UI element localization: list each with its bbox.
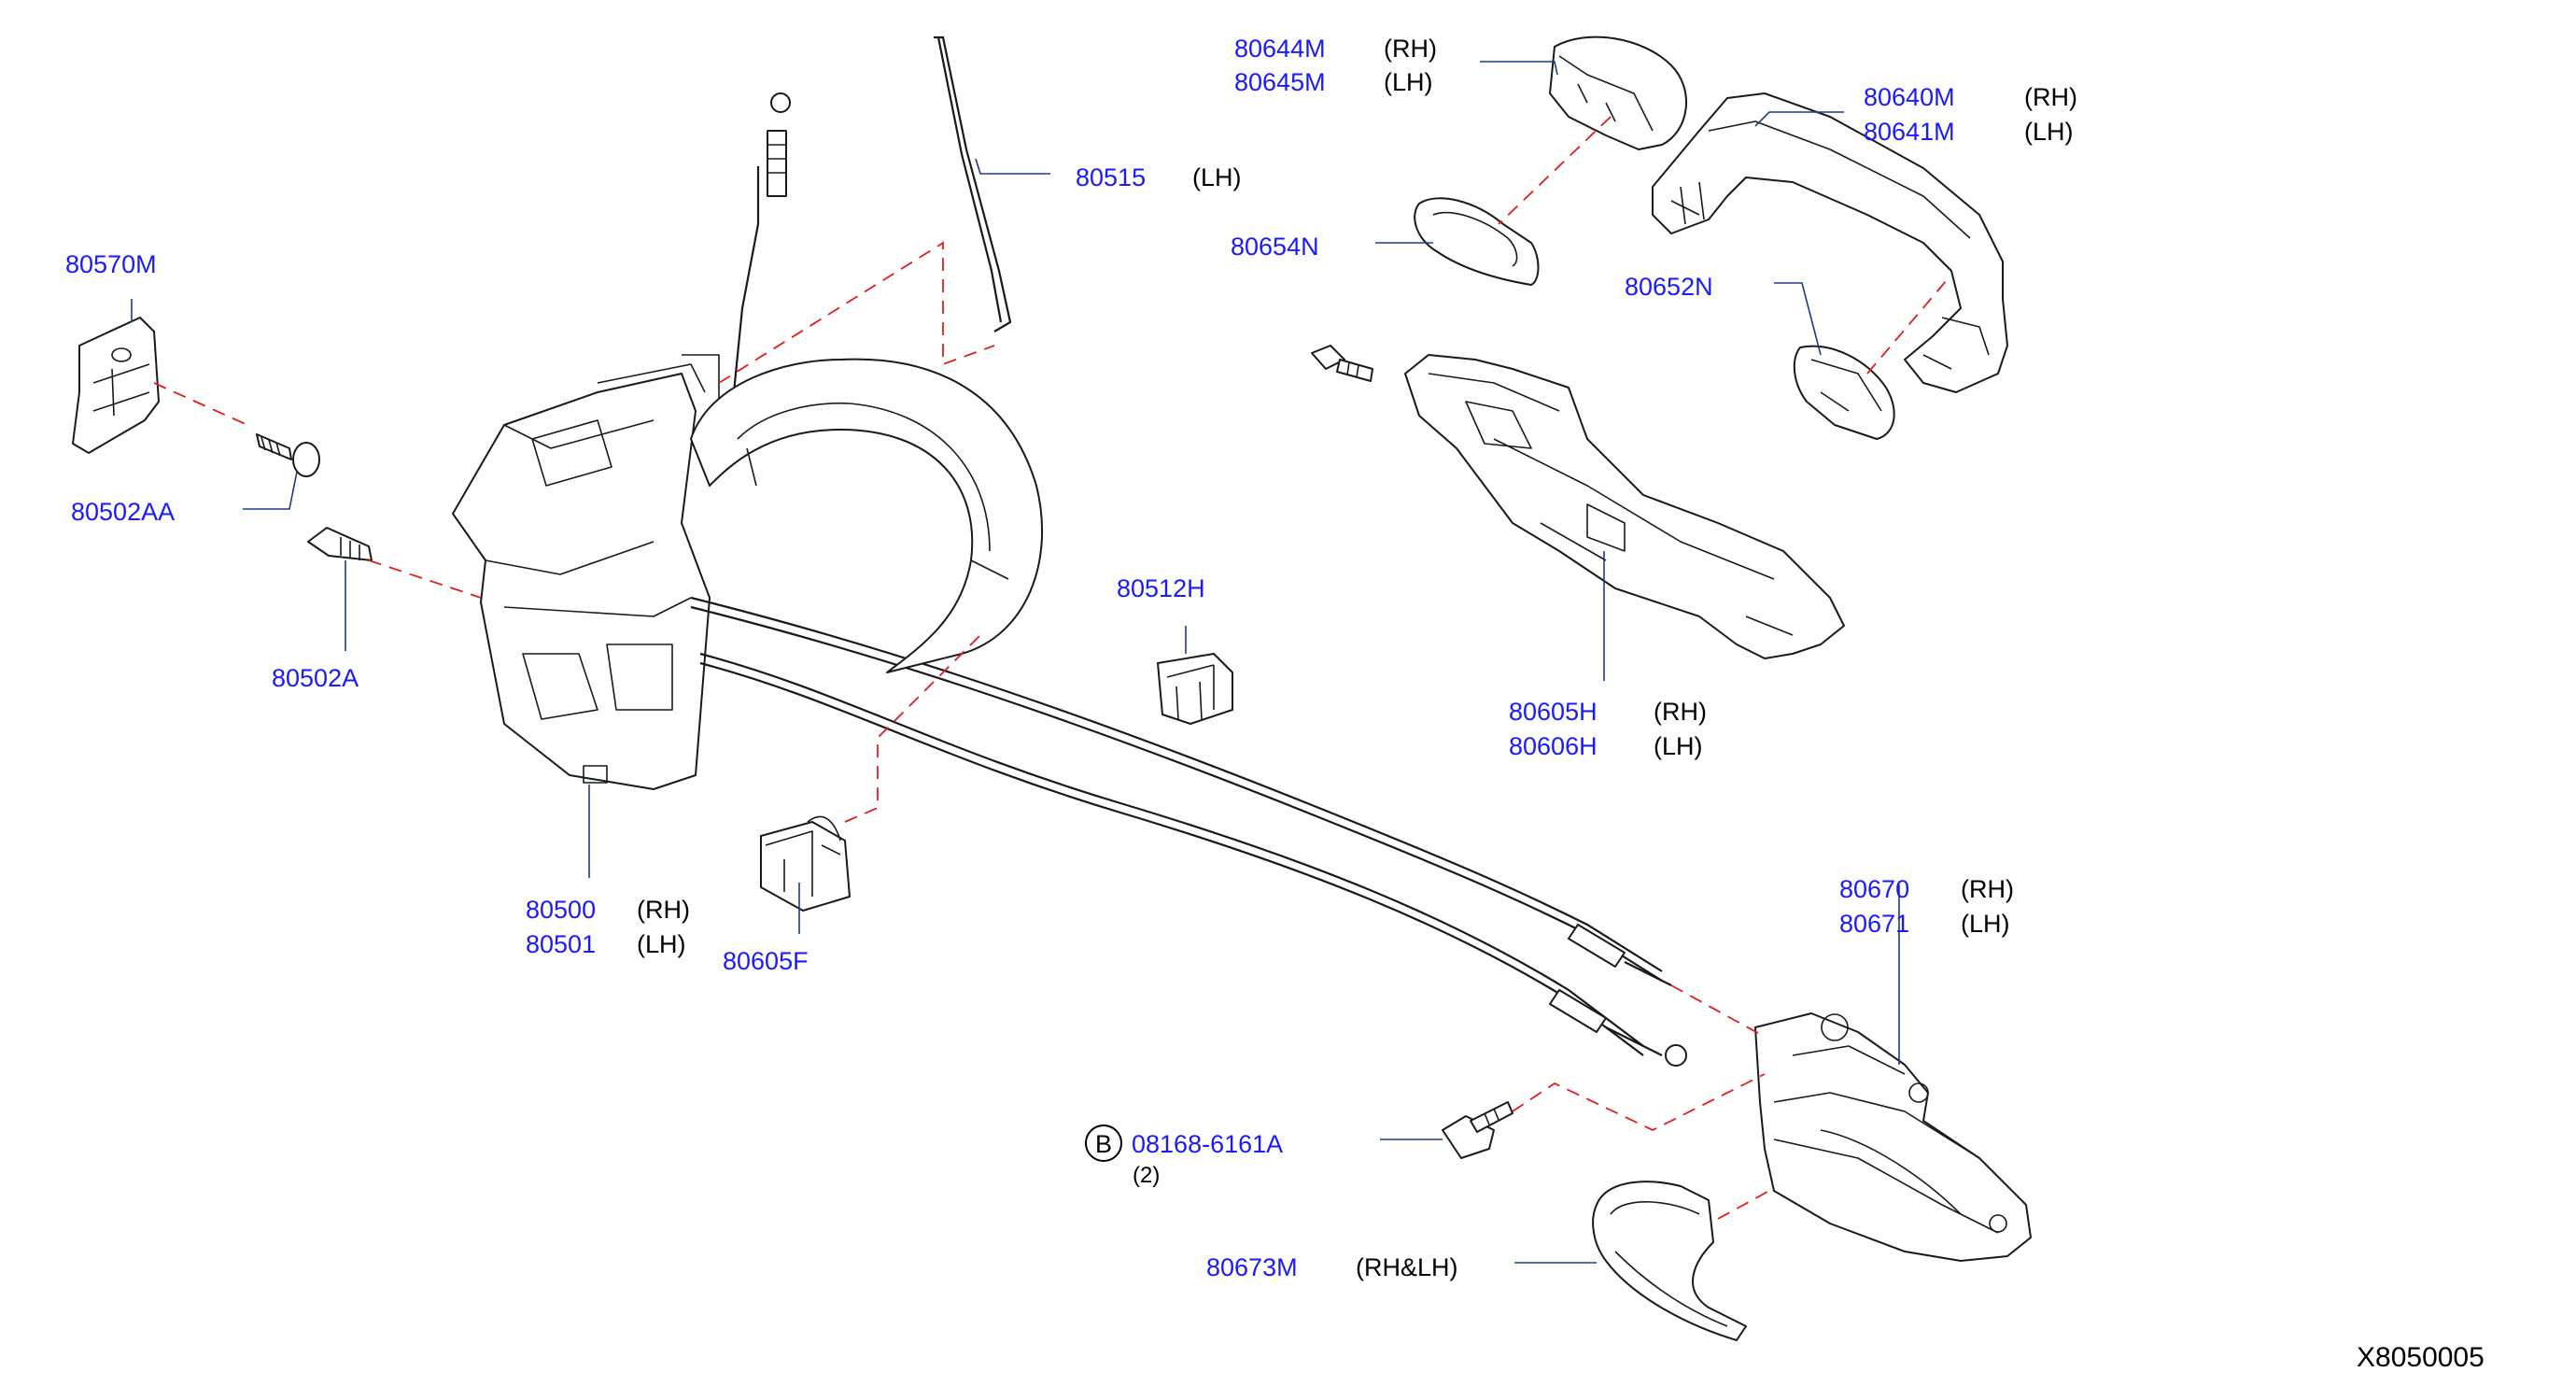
bolt-ref-letter: B (1095, 1130, 1112, 1158)
leader-lines (131, 61, 1900, 1264)
clip-80512H (1157, 653, 1233, 725)
drawing-id: X8050005 (2357, 1342, 2485, 1373)
label-80671: 80671 (1839, 910, 1909, 938)
label-80502AA: 80502AA (71, 498, 175, 526)
label-80671-side: (LH) (1961, 910, 2010, 938)
outside-handle-80640M (1652, 92, 2008, 393)
gasket-80654N (1414, 197, 1540, 286)
label-80641M: 80641M (1864, 118, 1955, 146)
label-80645M-side: (LH) (1384, 68, 1433, 96)
gasket-80652N (1793, 345, 1895, 440)
label-80606H: 80606H (1509, 732, 1598, 760)
label-80670-side: (RH) (1961, 875, 2014, 903)
label-08168-6161A: 08168-6161A (1132, 1130, 1283, 1158)
label-80500-side: (RH) (637, 896, 690, 924)
label-08168-6161A-qty: (2) (1133, 1163, 1160, 1188)
label-80652N: 80652N (1625, 273, 1713, 301)
label-80501: 80501 (526, 930, 596, 958)
screw-80502AA (256, 433, 320, 477)
label-80512H: 80512H (1117, 574, 1205, 602)
label-80645M: 80645M (1234, 68, 1326, 96)
inside-handle-80670 (1754, 1012, 2032, 1262)
label-80644M-side: (RH) (1384, 35, 1437, 63)
handle-cap-80644M (1549, 35, 1687, 150)
label-80654N: 80654N (1231, 233, 1319, 261)
striker-bracket-80570M (72, 317, 160, 454)
label-80640M-side: (RH) (2024, 83, 2077, 111)
screw-80502A (307, 527, 373, 561)
label-80673M: 80673M (1206, 1253, 1298, 1281)
label-80502A: 80502A (272, 664, 359, 692)
label-80501-side: (LH) (637, 930, 686, 958)
label-80644M: 80644M (1234, 35, 1326, 63)
label-80605F: 80605F (723, 947, 809, 975)
cables (690, 35, 1687, 1067)
part-labels: 80644M 80645M (RH) (LH) 80640M 80641M (R… (65, 35, 2485, 1373)
label-80641M-side: (LH) (2024, 118, 2074, 146)
label-80640M: 80640M (1864, 83, 1955, 111)
clip-80605F (760, 815, 851, 912)
door-lock-actuator-80500 (452, 354, 720, 790)
label-80605H-side: (RH) (1654, 698, 1707, 726)
bolt-upper (1311, 345, 1373, 382)
label-80670: 80670 (1839, 875, 1909, 903)
label-80515: 80515 (1076, 163, 1146, 191)
escutcheon-80673M (1592, 1181, 1747, 1341)
handle-bracket-80605H (1404, 354, 1845, 659)
alignment-guides (153, 116, 1948, 1220)
label-80570M: 80570M (65, 250, 157, 278)
sleeve-loop (690, 358, 1044, 673)
label-80500: 80500 (526, 896, 596, 924)
label-80606H-side: (LH) (1654, 732, 1703, 760)
bolt-ref-circle (1085, 1124, 1122, 1162)
bolt-08168-6161A (1442, 1101, 1513, 1159)
label-80515-side: (LH) (1192, 163, 1242, 191)
label-80605H: 80605H (1509, 698, 1598, 726)
label-80673M-side: (RH&LH) (1356, 1253, 1458, 1281)
